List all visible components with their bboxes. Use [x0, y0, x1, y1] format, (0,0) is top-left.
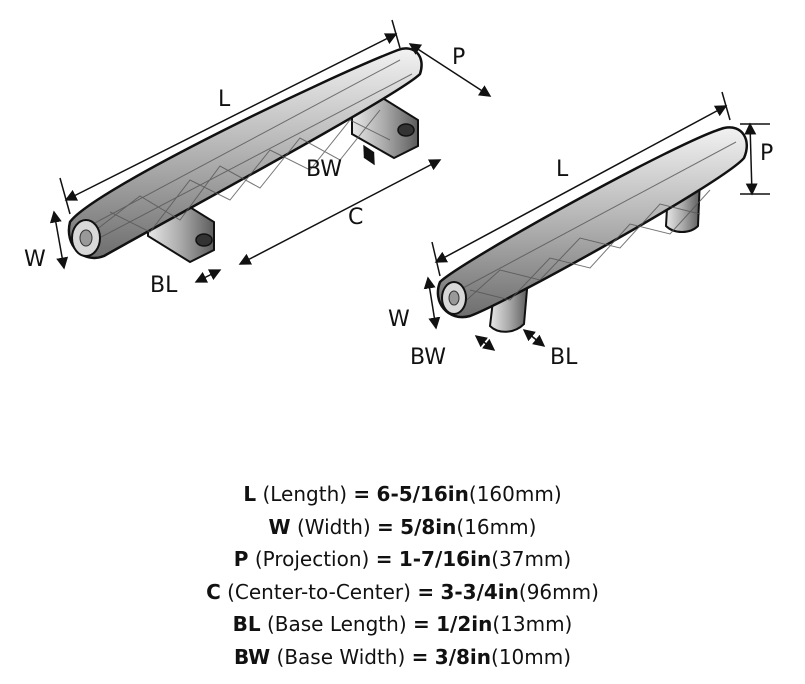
spec-code: BW	[233, 644, 271, 669]
right-handle-bar	[436, 126, 749, 319]
spec-base-width: BW (Base Width) = 3/8in(10mm)	[0, 641, 805, 674]
spec-name: (Width)	[296, 514, 371, 539]
spec-code: C	[206, 579, 221, 604]
left-label-W: W	[24, 247, 46, 272]
spec-equals: =	[375, 547, 393, 571]
spec-code: L	[243, 482, 257, 506]
spec-imperial: 6-5/16in	[376, 482, 469, 506]
spec-name: (Projection)	[254, 547, 370, 571]
spec-imperial: 1-7/16in	[398, 547, 492, 571]
spec-name: (Base Width)	[276, 644, 406, 669]
spec-code: W	[268, 514, 291, 539]
right-label-L: L	[556, 157, 569, 182]
spec-equals: =	[411, 644, 429, 669]
left-label-L: L	[218, 87, 231, 112]
spec-equals: =	[377, 514, 394, 539]
spec-name: (Length)	[262, 482, 348, 506]
right-label-BL: BL	[550, 345, 578, 370]
left-label-C: C	[348, 205, 363, 230]
left-label-BW: BW	[306, 157, 342, 182]
handle-drawings: L P BW C W BL L P W BW BL	[24, 19, 773, 370]
spec-code: P	[233, 547, 249, 571]
spec-projection: P (Projection) = 1-7/16in(37mm)	[0, 543, 805, 576]
spec-imperial: 5/8in	[400, 514, 457, 539]
spec-width: W (Width) = 5/8in(16mm)	[0, 511, 805, 544]
spec-center-to-center: C (Center-to-Center) = 3-3/4in(96mm)	[0, 576, 805, 609]
spec-name: (Center-to-Center)	[227, 579, 411, 604]
right-dimensions	[423, 91, 770, 351]
right-label-BW: BW	[410, 345, 446, 370]
spec-code: BL	[232, 612, 261, 636]
spec-metric: (96mm)	[518, 579, 599, 604]
spec-equals: =	[412, 612, 430, 636]
left-label-P: P	[452, 45, 465, 70]
spec-name: (Base Length)	[266, 612, 407, 636]
left-dimensions	[49, 19, 492, 283]
spec-imperial: 3/8in	[434, 644, 492, 669]
right-label-W: W	[388, 307, 410, 332]
spec-metric: (16mm)	[456, 514, 537, 539]
spec-metric: (10mm)	[491, 644, 572, 669]
spec-base-length: BL (Base Length) = 1/2in(13mm)	[0, 608, 805, 641]
right-handle	[436, 126, 749, 333]
right-label-P: P	[760, 141, 773, 166]
spec-list: L (Length) = 6-5/16in(160mm) W (Width) =…	[0, 478, 805, 673]
spec-length: L (Length) = 6-5/16in(160mm)	[0, 478, 805, 511]
spec-metric: (160mm)	[468, 482, 562, 506]
spec-metric: (37mm)	[491, 547, 572, 571]
spec-imperial: 1/2in	[436, 612, 493, 636]
spec-metric: (13mm)	[492, 612, 573, 636]
left-label-BL: BL	[150, 273, 178, 298]
spec-equals: =	[417, 579, 435, 604]
spec-imperial: 3-3/4in	[440, 579, 519, 604]
spec-equals: =	[353, 482, 371, 506]
